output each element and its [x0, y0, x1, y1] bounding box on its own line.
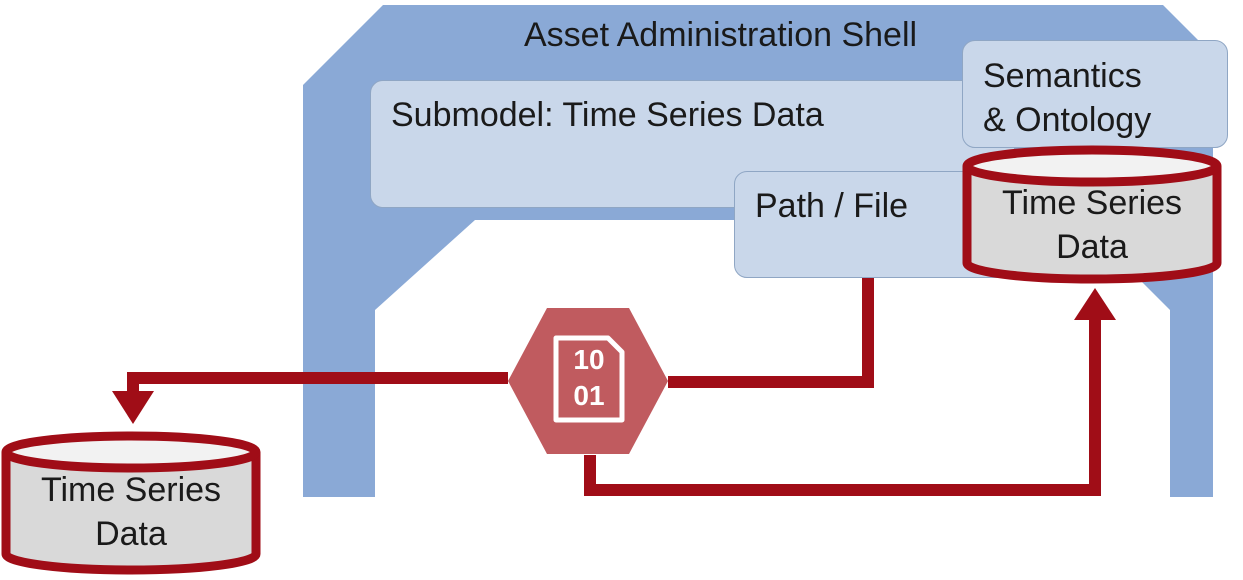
semantics-label-line2: & Ontology — [983, 101, 1152, 139]
external-db-label-line2: Data — [95, 515, 167, 553]
semantics-panel — [962, 40, 1228, 148]
connector-node-to-external-db — [127, 372, 508, 392]
external-db-top — [1, 431, 261, 473]
binary-node — [508, 308, 668, 454]
binary-digits-line1: 10 — [573, 344, 605, 375]
internal-db — [962, 145, 1222, 284]
internal-db-label-line1: Time Series — [1001, 184, 1183, 222]
submodel-label: Submodel: Time Series Data — [391, 96, 824, 134]
external-db — [1, 431, 261, 575]
internal-db-top — [962, 145, 1222, 187]
binary-digits-line2: 01 — [573, 380, 605, 411]
external-db-label-line1: Time Series — [40, 471, 222, 509]
path-file-label: Path / File — [755, 187, 909, 225]
shell-title: Asset Administration Shell — [524, 16, 918, 54]
binary-node-hexagon — [508, 308, 668, 454]
arrowhead-up — [1074, 288, 1116, 320]
internal-db-label-line2: Data — [1056, 228, 1128, 266]
connectors — [127, 277, 1101, 496]
database-icon — [962, 166, 1222, 284]
connector-node-to-internal-db — [584, 318, 1101, 496]
database-icon — [1, 452, 261, 575]
arrowhead-down — [112, 391, 154, 424]
semantics-label-line1: Semantics — [983, 57, 1142, 95]
binary-file-icon — [553, 335, 625, 423]
connector-path-file-to-node — [668, 277, 874, 388]
